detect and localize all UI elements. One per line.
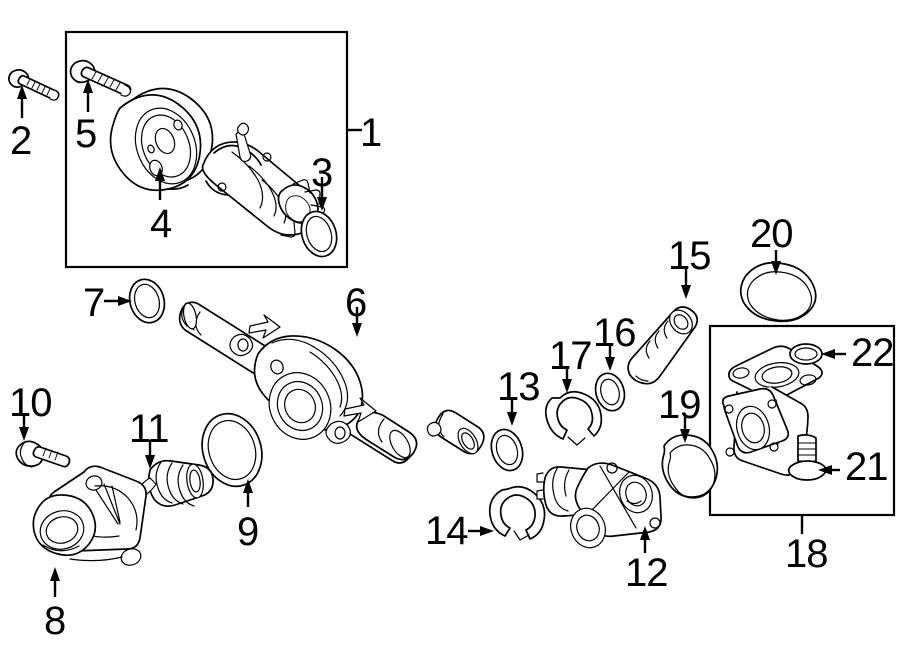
callout-label-21: 21 bbox=[845, 445, 888, 489]
callout-label-19: 19 bbox=[658, 383, 701, 427]
arrow-17 bbox=[562, 368, 572, 393]
callout-label-16: 16 bbox=[593, 311, 636, 355]
callout-label-15: 15 bbox=[668, 234, 711, 278]
water-pump-body bbox=[201, 122, 326, 238]
callout-label-20: 20 bbox=[750, 212, 793, 256]
arrow-14 bbox=[468, 526, 494, 536]
oring-thermostat bbox=[201, 412, 263, 488]
assembly-box-1 bbox=[64, 30, 349, 269]
oring-small-16 bbox=[594, 372, 626, 412]
bolt-outlet-flange bbox=[787, 434, 827, 481]
oring-small-13 bbox=[490, 428, 524, 472]
callout-label-4: 4 bbox=[150, 202, 172, 246]
callout-label-13: 13 bbox=[497, 365, 540, 409]
arrow-19 bbox=[680, 417, 690, 443]
arrow-2 bbox=[17, 85, 27, 118]
bolt-housing bbox=[15, 440, 71, 468]
callout-label-14: 14 bbox=[425, 509, 468, 553]
callout-label-2: 2 bbox=[10, 119, 32, 163]
arrow-13 bbox=[507, 398, 517, 426]
retaining-clip-17 bbox=[544, 390, 603, 446]
callout-label-22: 22 bbox=[851, 331, 894, 375]
callout-label-8: 8 bbox=[44, 599, 66, 643]
gasket-19 bbox=[661, 434, 719, 499]
callout-label-7: 7 bbox=[83, 281, 105, 325]
arrow-6 bbox=[352, 307, 362, 337]
arrow-16 bbox=[605, 345, 615, 371]
callout-label-12: 12 bbox=[625, 551, 668, 595]
callout-label-18: 18 bbox=[785, 532, 828, 576]
callout-label-1: 1 bbox=[360, 111, 382, 155]
outlet-flange-housing bbox=[721, 345, 823, 476]
bolt-pulley bbox=[69, 59, 132, 97]
oring-outlet bbox=[789, 343, 823, 365]
arrow-10 bbox=[19, 414, 29, 441]
bolt-left-outer bbox=[8, 69, 60, 101]
arrow-9 bbox=[243, 479, 253, 507]
retaining-clip-14 bbox=[488, 485, 546, 541]
callout-label-17: 17 bbox=[549, 334, 592, 378]
arrow-12 bbox=[640, 526, 650, 553]
pump-seal-oring bbox=[300, 210, 338, 258]
callout-label-6: 6 bbox=[345, 281, 367, 325]
callout-label-3: 3 bbox=[311, 151, 333, 195]
arrow-7 bbox=[104, 296, 132, 306]
arrow-4 bbox=[155, 167, 165, 200]
coolant-crossover-pipe bbox=[536, 462, 662, 549]
thermostat-housing-bracket bbox=[32, 465, 147, 566]
callout-label-5: 5 bbox=[75, 112, 97, 156]
oring-inlet bbox=[128, 278, 166, 324]
callout-label-9: 9 bbox=[237, 510, 259, 554]
arrow-3 bbox=[317, 177, 327, 211]
arrow-5 bbox=[83, 79, 93, 112]
gasket-20 bbox=[739, 261, 817, 323]
arrow-15 bbox=[681, 268, 691, 299]
callout-label-10: 10 bbox=[9, 381, 52, 425]
arrow-8 bbox=[50, 567, 60, 597]
water-pump-housing bbox=[178, 301, 485, 464]
arrow-20 bbox=[771, 250, 781, 275]
arrow-11 bbox=[145, 440, 155, 469]
arrow-21 bbox=[818, 465, 840, 475]
coolant-connector-pipe bbox=[627, 306, 699, 385]
callout-label-11: 11 bbox=[129, 407, 170, 451]
arrow-22 bbox=[821, 349, 846, 359]
pump-pulley bbox=[109, 87, 214, 192]
